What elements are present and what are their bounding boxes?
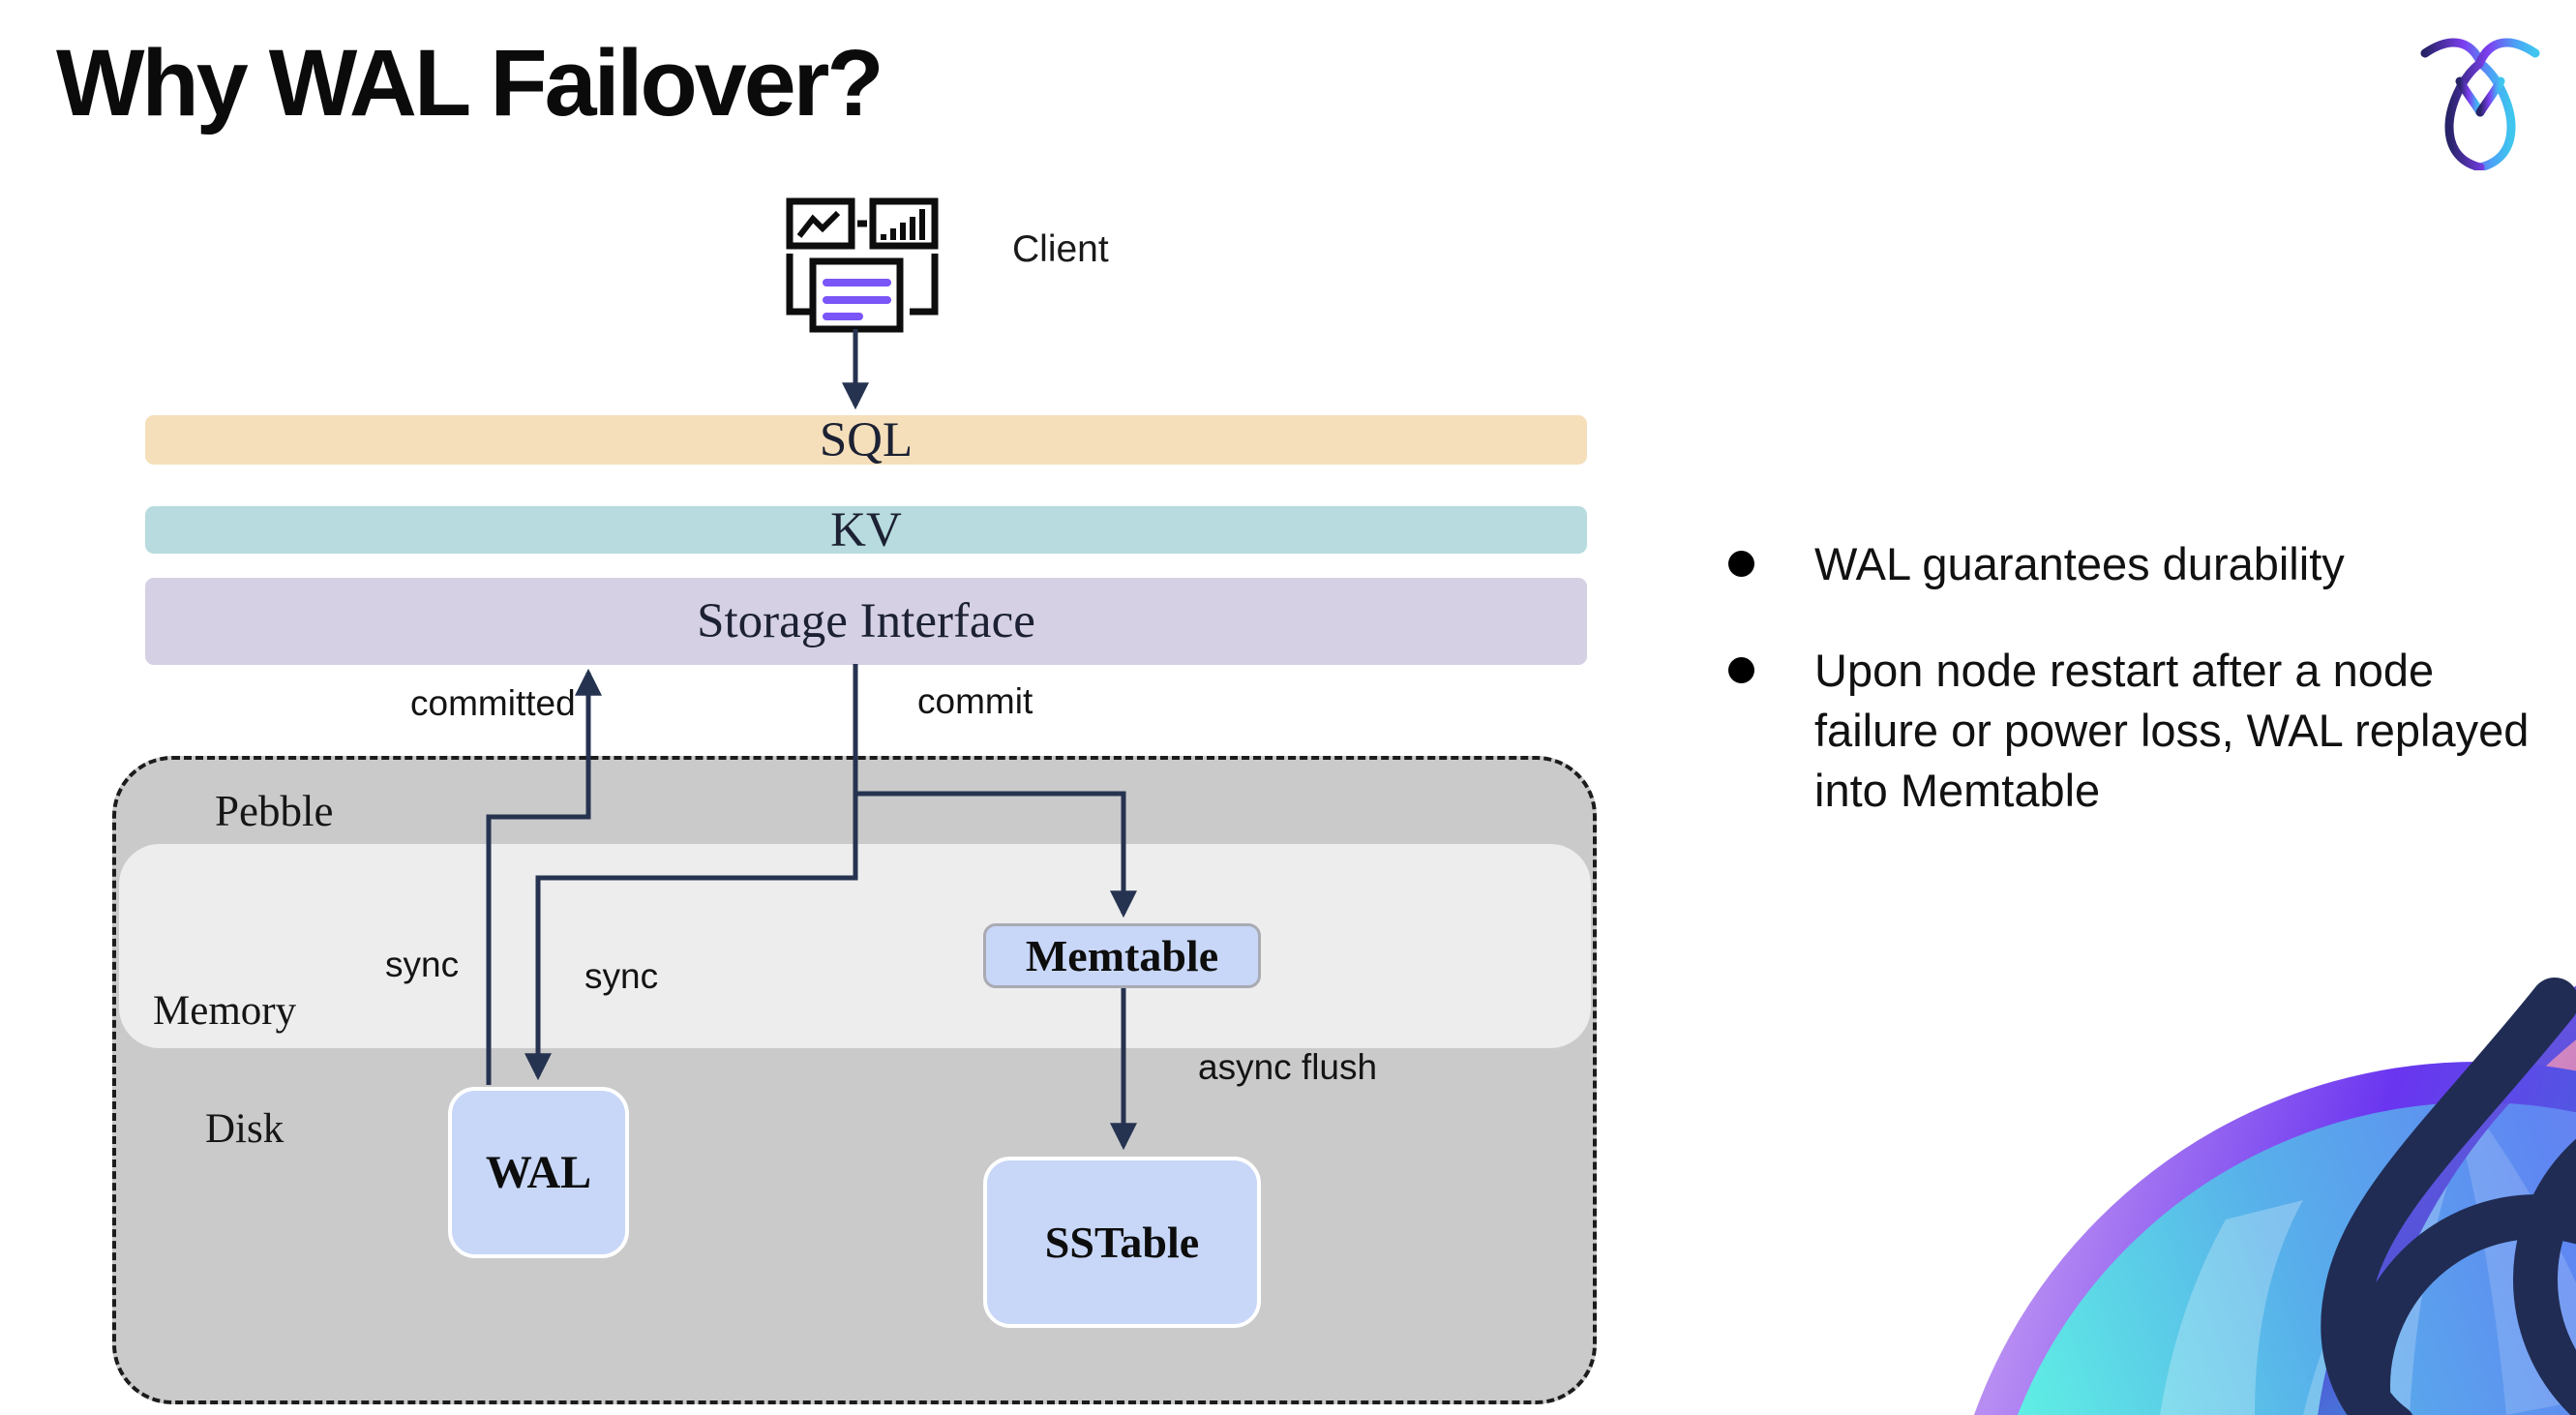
layer-storage-interface: Storage Interface bbox=[145, 578, 1587, 665]
memory-band bbox=[119, 844, 1591, 1048]
node-sstable-label: SSTable bbox=[1044, 1218, 1200, 1267]
edge-label-committed: committed bbox=[410, 683, 576, 723]
client-label: Client bbox=[1012, 228, 1109, 270]
bullet-text: Upon node restart after a node failure o… bbox=[1814, 645, 2530, 816]
edge-label-sync-left: sync bbox=[385, 945, 460, 984]
bullet-list: WAL guarantees durability Upon node rest… bbox=[1728, 534, 2541, 867]
bullet-dot-icon bbox=[1728, 551, 1754, 577]
node-wal: WAL bbox=[448, 1087, 629, 1258]
layer-kv-label: KV bbox=[830, 502, 902, 557]
art-navy-glyph bbox=[2321, 978, 2576, 1415]
cockroachdb-logo-icon bbox=[2420, 38, 2540, 170]
pebble-label: Pebble bbox=[215, 787, 334, 835]
bullet-dot-icon bbox=[1728, 657, 1754, 683]
bullet-item: WAL guarantees durability bbox=[1728, 534, 2541, 594]
disk-label: Disk bbox=[205, 1106, 285, 1152]
edge-label-async-flush: async flush bbox=[1198, 1047, 1378, 1087]
node-wal-label: WAL bbox=[485, 1147, 592, 1198]
edge-label-sync-right: sync bbox=[584, 956, 659, 996]
cockroachdb-sphere-art bbox=[1974, 978, 2576, 1415]
client-workstation-icon bbox=[786, 197, 939, 333]
layer-sql-label: SQL bbox=[819, 412, 914, 467]
node-memtable: Memtable bbox=[983, 923, 1261, 988]
layer-sql: SQL bbox=[145, 412, 1587, 467]
line-chart-icon bbox=[786, 197, 855, 250]
slide-title: Why WAL Failover? bbox=[56, 30, 884, 135]
node-sstable: SSTable bbox=[983, 1157, 1261, 1328]
bullet-text: WAL guarantees durability bbox=[1814, 538, 2345, 589]
node-memtable-label: Memtable bbox=[1025, 931, 1219, 980]
layer-storage-interface-label: Storage Interface bbox=[697, 594, 1035, 648]
bullet-item: Upon node restart after a node failure o… bbox=[1728, 641, 2541, 821]
edge-label-commit: commit bbox=[917, 681, 1033, 721]
layer-kv: KV bbox=[145, 503, 1587, 557]
memory-label: Memory bbox=[153, 988, 297, 1034]
